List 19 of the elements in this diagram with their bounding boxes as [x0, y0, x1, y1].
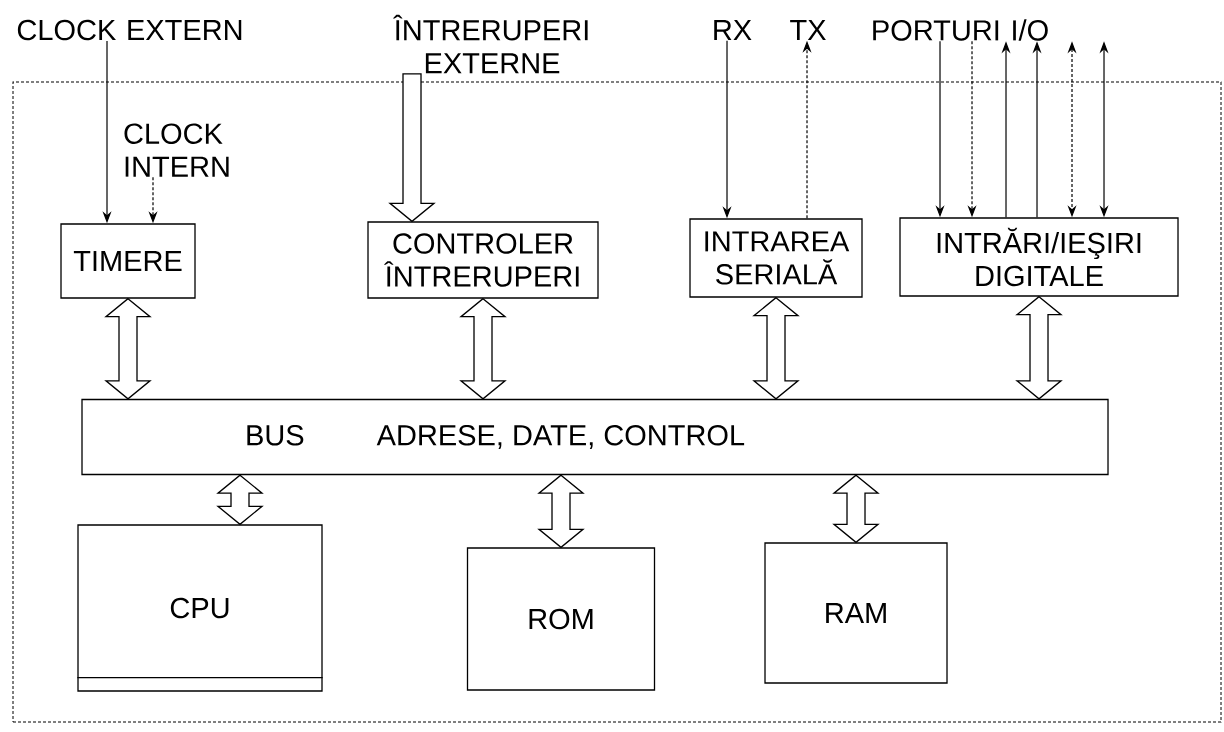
block-box: RAM	[764, 542, 948, 684]
signal-label: TX	[790, 20, 826, 40]
boundary-box	[12, 81, 1222, 723]
signal-label: RX	[714, 20, 752, 40]
bus-arrow	[537, 474, 585, 549]
block-box: INTRĂRI/IEŞIRI DIGITALE	[899, 217, 1179, 297]
bus-arrow	[216, 474, 264, 526]
signal-label: CLOCK INTERN	[124, 123, 229, 177]
block-box: INTRAREA SERIALĂ	[689, 218, 863, 298]
signal-label: CLOCK EXTERN	[17, 19, 242, 41]
signal-label: ÎNTRERUPERI EXTERNE	[393, 14, 588, 74]
bus-arrow	[388, 73, 436, 223]
block-box: TIMERE	[60, 223, 196, 299]
block-box: CPU	[76, 524, 324, 692]
block-box: CONTROLER ÎNTRERUPERI	[367, 221, 599, 299]
bus-arrow	[832, 474, 880, 544]
bus-bar: BUS ADRESE, DATE, CONTROL	[81, 398, 1109, 476]
block-box: ROM	[466, 547, 656, 691]
signal-label: PORTURI I/O	[873, 19, 1048, 41]
